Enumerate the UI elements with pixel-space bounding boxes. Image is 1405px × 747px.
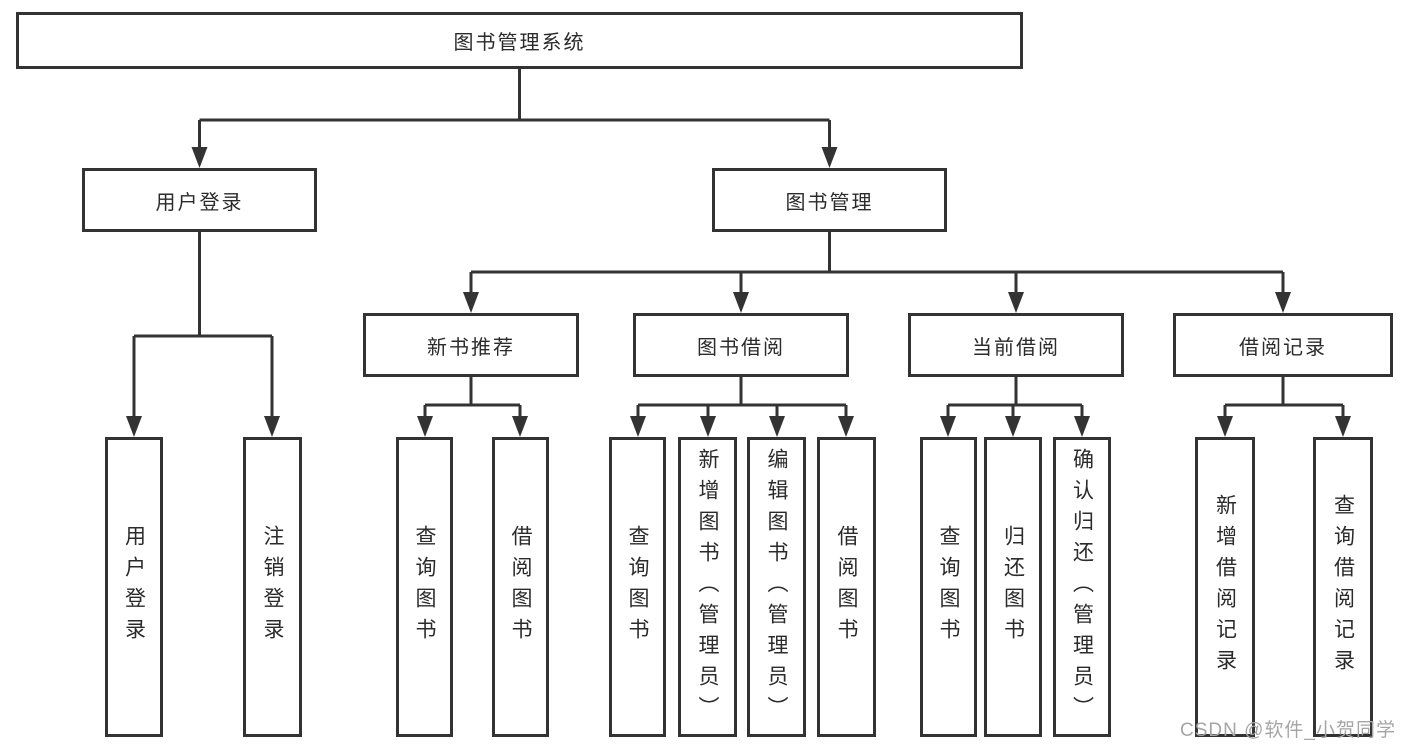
node-return-books: 归还图书 <box>984 437 1042 737</box>
arrowhead-icon <box>733 292 749 313</box>
node-label: 查询借阅记录 <box>1331 494 1355 680</box>
node-label: 确认归还（管理员） <box>1070 447 1094 727</box>
arrowhead-icon <box>1275 292 1291 313</box>
node-borrow-books: 借阅图书 <box>817 437 876 737</box>
node-query-books-current: 查询图书 <box>920 437 977 737</box>
connector-new-book-recommend-to-leaves <box>417 377 528 437</box>
node-edit-books-admin: 编辑图书（管理员） <box>747 437 806 737</box>
node-book-management: 图书管理 <box>712 168 947 232</box>
arrowhead-icon <box>512 416 528 437</box>
node-root: 图书管理系统 <box>16 12 1023 69</box>
node-label: 新增图书（管理员） <box>696 447 719 727</box>
node-query-books-recommend: 查询图书 <box>396 437 453 737</box>
node-label: 借阅图书 <box>835 525 858 649</box>
connector-user-login-to-leaves <box>126 232 280 437</box>
node-confirm-return-admin: 确认归还（管理员） <box>1053 437 1111 737</box>
node-label: 图书管理系统 <box>453 32 586 54</box>
node-logout-action: 注销登录 <box>243 437 302 737</box>
connector-book-borrow-to-leaves <box>630 377 854 437</box>
arrowhead-icon <box>1217 416 1233 437</box>
node-user-login: 用户登录 <box>82 168 317 232</box>
node-label: 新书推荐 <box>427 336 515 359</box>
connector-root-to-level2 <box>191 69 838 168</box>
node-label: 编辑图书（管理员） <box>765 447 788 727</box>
node-book-borrow: 图书借阅 <box>633 313 849 377</box>
node-label: 用户登录 <box>122 525 146 649</box>
node-query-books-borrow: 查询图书 <box>609 437 666 737</box>
arrowhead-icon <box>264 416 280 437</box>
arrowhead-icon <box>417 416 433 437</box>
arrowhead-icon <box>1335 416 1351 437</box>
node-label: 图书借阅 <box>697 336 785 359</box>
arrowhead-icon <box>1008 292 1024 313</box>
node-label: 用户登录 <box>155 191 244 214</box>
node-user-login-action: 用户登录 <box>105 437 163 737</box>
arrowhead-icon <box>838 416 854 437</box>
arrowhead-icon <box>126 416 142 437</box>
node-add-borrow-record: 新增借阅记录 <box>1195 437 1255 737</box>
node-label: 查询图书 <box>413 525 436 649</box>
arrowhead-icon <box>1074 416 1090 437</box>
arrowhead-icon <box>630 416 646 437</box>
connector-book-management-to-level3 <box>463 232 1291 313</box>
node-add-books-admin: 新增图书（管理员） <box>678 437 737 737</box>
node-label: 借阅记录 <box>1239 336 1327 359</box>
node-query-borrow-record: 查询借阅记录 <box>1313 437 1373 737</box>
connector-current-borrow-to-leaves <box>940 377 1090 437</box>
arrowhead-icon <box>940 416 956 437</box>
watermark: CSDN @软件_小贺同学 <box>1180 720 1396 741</box>
arrowhead-icon <box>191 147 208 168</box>
node-current-borrow: 当前借阅 <box>908 313 1124 377</box>
node-borrow-records: 借阅记录 <box>1173 313 1393 377</box>
arrowhead-icon <box>821 147 838 168</box>
connector-borrow-records-to-leaves <box>1217 377 1351 437</box>
node-label: 查询图书 <box>626 525 649 649</box>
node-label: 借阅图书 <box>509 525 532 649</box>
node-label: 注销登录 <box>261 525 284 649</box>
arrowhead-icon <box>463 292 479 313</box>
node-borrow-books-recommend: 借阅图书 <box>492 437 549 737</box>
arrowhead-icon <box>1005 416 1021 437</box>
arrowhead-icon <box>700 416 716 437</box>
node-label: 归还图书 <box>1001 525 1025 649</box>
node-new-book-recommend: 新书推荐 <box>363 313 579 377</box>
node-label: 查询图书 <box>937 525 960 649</box>
node-label: 图书管理 <box>785 191 874 214</box>
node-label: 新增借阅记录 <box>1213 494 1237 680</box>
arrowhead-icon <box>769 416 785 437</box>
node-label: 当前借阅 <box>972 336 1060 359</box>
